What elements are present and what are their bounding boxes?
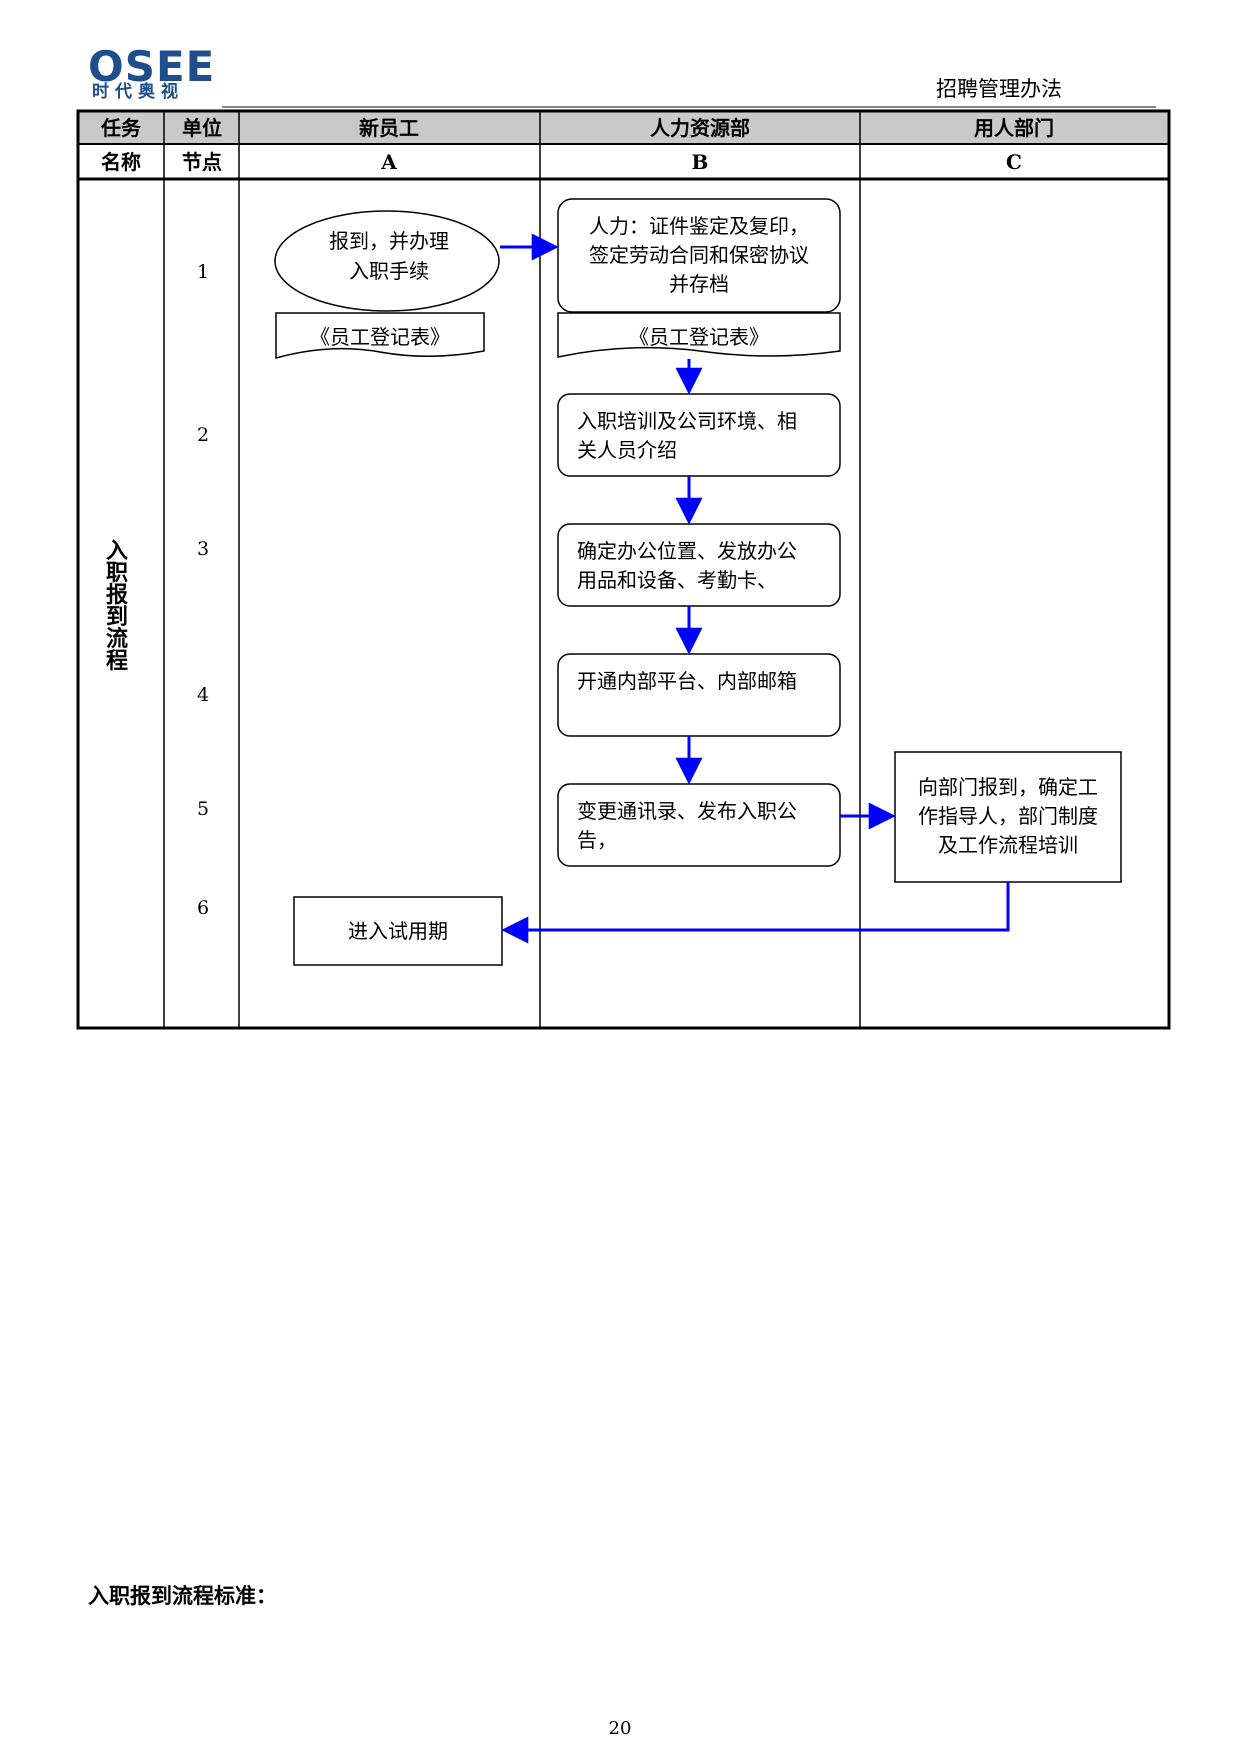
task-name-vertical: 入职报到流程	[106, 538, 128, 674]
step-b5-text: 变更通讯录、发布入职公告，	[577, 799, 797, 852]
col-letter-c: C	[1006, 150, 1022, 174]
step-b1-text: 人力：证件鉴定及复印， 签定劳动合同和保密协议并存档	[589, 214, 809, 296]
step-a6-box	[293, 896, 503, 966]
step-b4-text: 开通内部平台、内部邮箱	[577, 669, 797, 693]
task-name-char-line: 到	[106, 604, 128, 630]
step-b3-text: 确定办公位置、发放办公用品和设备、考勤卡、	[577, 539, 797, 592]
header-row-1-bg	[78, 111, 1169, 144]
header-col-b: 人力资源部	[650, 116, 750, 140]
step-b3-line: 确定办公位置、发放办公	[577, 539, 797, 563]
header-unit: 单位	[182, 116, 222, 140]
step-b5-box	[557, 783, 841, 867]
document-title: 招聘管理办法	[936, 77, 1062, 101]
logo-subtext: 时代奥视	[92, 82, 184, 102]
step-b1-line: 签定劳动合同和保密协议	[589, 243, 809, 267]
step-a6-line: 进入试用期	[348, 919, 448, 943]
step-b2-text: 入职培训及公司环境、相关人员介绍	[577, 409, 797, 462]
col-letter-a: A	[380, 150, 397, 174]
step-a1-document-label: 《员工登记表》	[310, 325, 450, 349]
task-name-char-line: 入	[106, 538, 128, 564]
step-b2-box	[557, 393, 841, 477]
task-name-char-line: 流	[106, 626, 128, 652]
step-a6-text: 进入试用期	[348, 919, 448, 943]
step-b1-line: 人力：证件鉴定及复印，	[589, 214, 809, 238]
step-c5-box	[894, 751, 1122, 883]
header-col-c: 用人部门	[974, 116, 1054, 140]
step-b5-line: 告，	[577, 828, 617, 852]
node-3: 3	[197, 538, 209, 560]
arrow-c5-to-a6	[501, 882, 1010, 944]
step-b1-document	[557, 312, 841, 358]
header-col-a: 新员工	[359, 116, 419, 140]
page-number: 20	[608, 1718, 632, 1739]
step-b2-line: 入职培训及公司环境、相	[577, 409, 797, 433]
company-logo: OSEE 时代奥视	[88, 42, 223, 103]
node-1: 1	[197, 261, 209, 283]
col-letter-b: B	[692, 150, 709, 174]
step-b2-line: 关人员介绍	[577, 438, 677, 462]
node-2: 2	[197, 424, 209, 446]
step-b3-box	[557, 523, 841, 607]
step-a1-text: 报到，并办理入职手续	[329, 229, 449, 283]
task-name-char-line: 职	[106, 560, 128, 586]
header-name: 名称	[101, 150, 141, 174]
header-rule	[222, 106, 1156, 108]
step-c5-line: 向部门报到，确定工	[918, 775, 1098, 799]
section-heading: 入职报到流程标准：	[88, 1583, 277, 1608]
step-b3-line: 用品和设备、考勤卡、	[577, 568, 777, 592]
header-node: 节点	[182, 150, 222, 174]
node-4: 4	[197, 684, 209, 706]
step-b1-line: 并存档	[669, 272, 729, 296]
step-c5-line: 作指导人，部门制度	[918, 804, 1098, 828]
step-c5-line: 及工作流程培训	[938, 833, 1078, 857]
step-a1-document	[275, 312, 485, 359]
header-task: 任务	[100, 116, 142, 140]
table-border	[76, 109, 1171, 1030]
step-a1-line: 报到，并办理	[329, 229, 449, 253]
step-b4-box	[557, 653, 841, 737]
step-a1-ellipse	[274, 210, 500, 312]
step-a1-line: 入职手续	[349, 259, 429, 283]
node-6: 6	[197, 897, 209, 919]
step-b1-document-label: 《员工登记表》	[629, 325, 769, 349]
logo-text: OSEE	[88, 42, 216, 91]
task-name-char-line: 报	[106, 582, 128, 608]
step-c5-text: 向部门报到，确定工作指导人，部门制度及工作流程培训	[918, 775, 1098, 857]
node-5: 5	[197, 798, 209, 820]
step-b5-line: 变更通讯录、发布入职公	[577, 799, 797, 823]
task-name-char-line: 程	[106, 648, 128, 674]
step-b4-line: 开通内部平台、内部邮箱	[577, 669, 797, 693]
